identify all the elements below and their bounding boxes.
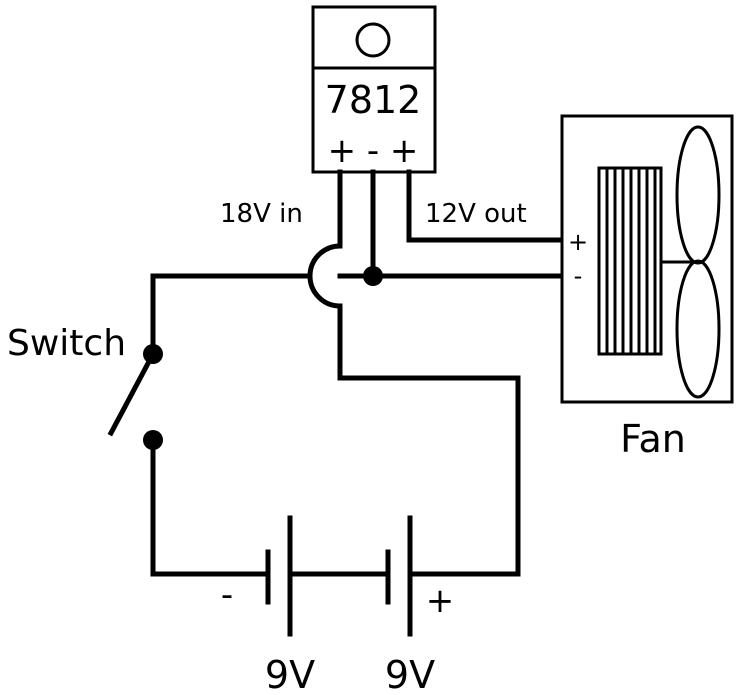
regulator-mounting-hole — [355, 22, 391, 58]
switch-lever — [107, 350, 157, 437]
fan-plus-label: + — [568, 228, 588, 256]
battery-minus-label: - — [221, 575, 233, 615]
fan-blade-bottom — [675, 259, 721, 399]
battery-1 — [265, 515, 293, 637]
fan — [560, 114, 734, 404]
voltage-regulator: 7812 + - + — [311, 5, 437, 174]
input-wire-hop — [307, 243, 343, 309]
input-wire — [337, 303, 521, 577]
battery-return-wire — [150, 437, 271, 577]
battery-2-label: 9V — [385, 653, 435, 695]
fan-label: Fan — [620, 417, 686, 461]
battery-plus-label: + — [426, 581, 455, 621]
fan-blade-top — [675, 125, 721, 265]
fan-minus-label: - — [574, 262, 583, 290]
regulator-body — [311, 5, 437, 174]
switch-label: Switch — [7, 323, 126, 364]
regulator-output-lead — [406, 169, 565, 243]
output-voltage-label: 12V out — [425, 199, 527, 229]
ground-rail — [150, 273, 313, 355]
ground-junction-dot — [363, 266, 383, 286]
battery-1-label: 9V — [265, 653, 315, 695]
regulator-pin-labels: + - + — [328, 131, 419, 171]
regulator-part-number: 7812 — [325, 78, 422, 122]
input-voltage-label: 18V in — [220, 199, 303, 229]
battery-2 — [385, 515, 413, 637]
